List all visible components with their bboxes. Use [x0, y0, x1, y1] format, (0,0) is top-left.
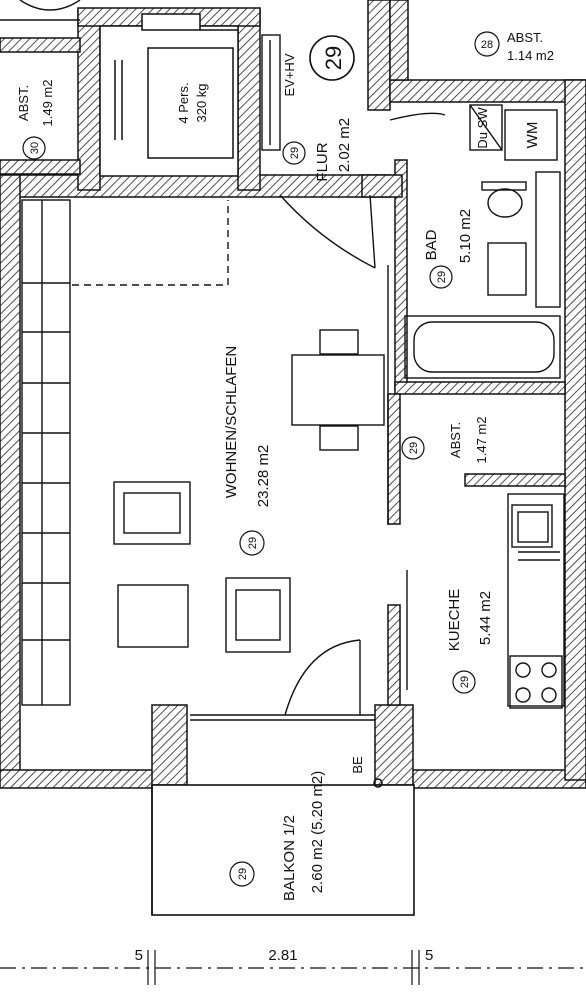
room-number-circle [452, 670, 476, 694]
room-label: ABST. [16, 85, 31, 121]
room-area: 2.02 m2 [336, 118, 353, 172]
room-number: 29 [289, 147, 301, 159]
room-number-circle [22, 136, 46, 160]
room-number-circle [239, 530, 265, 556]
room-number: 29 [408, 442, 420, 454]
room-label: KUECHE [446, 589, 463, 652]
wall-top-main [9, 174, 391, 198]
room-number: 29 [436, 271, 448, 283]
living-furniture [21, 199, 389, 721]
unit-number-circle [309, 35, 355, 81]
room-number-circle [282, 141, 306, 165]
dimension-line [0, 950, 586, 985]
room-number: 29 [237, 868, 249, 880]
dimension-main: 2.81 [268, 947, 297, 964]
wall-kitchen-partition [387, 604, 401, 706]
room-number: 29 [247, 537, 259, 549]
room-area: 1.47 m2 [474, 417, 489, 464]
wall-bottom-left [0, 769, 166, 789]
flur-fixtures [261, 34, 446, 269]
dimension-left: 5 [135, 947, 143, 964]
room-label: WOHNEN/SCHLAFEN [223, 346, 240, 499]
wall-shaft-left [0, 37, 81, 53]
be-label: BE [350, 756, 365, 774]
room-number-circle [474, 31, 500, 57]
wall-abst28-left [389, 0, 409, 81]
wall-flur-right-upper [367, 0, 391, 111]
dimension-right: 5 [425, 947, 433, 964]
balcony [151, 778, 415, 916]
room-label: BAD [423, 229, 440, 260]
room-area: 23.28 m2 [255, 445, 272, 508]
room-label: ABST. [448, 422, 463, 458]
elevator-capacity-persons: 4 Pers. [176, 82, 191, 123]
wall-balcony-left-pier [151, 704, 188, 786]
room-number-circle [229, 861, 255, 887]
room-area: 5.10 m2 [457, 209, 474, 263]
room-number-circle [429, 265, 453, 289]
bathroom-fixtures [404, 104, 561, 379]
shaft-area [0, 0, 81, 21]
room-number: 28 [481, 39, 493, 51]
room-number-circle [401, 436, 425, 460]
unit-number: 29 [321, 46, 346, 70]
ev-hv-label: EV+HV [282, 53, 297, 96]
room-area: 1.49 m2 [40, 80, 55, 127]
wall-balcony-right-pier [374, 704, 414, 786]
wall-bottom-right [384, 769, 586, 789]
wall-bad-bottom [394, 381, 566, 395]
wall-left [0, 174, 21, 786]
elevator-capacity-load: 320 kg [194, 83, 209, 122]
walls [0, 0, 586, 789]
wall-flur-bottom [361, 174, 403, 198]
wm-label: WM [524, 122, 541, 149]
wall-abst30-bottom [0, 159, 81, 175]
room-label: FLUR [314, 142, 331, 181]
room-area: 5.44 m2 [477, 591, 494, 645]
kitchen-fixtures [406, 493, 565, 709]
room-area: 2.60 m2 (5.20 m2) [309, 771, 326, 894]
wall-elevator-left [77, 9, 101, 191]
wall-abst29-left [387, 393, 401, 525]
wall-abst29-bottom [464, 473, 566, 487]
wall-top-right [389, 79, 586, 103]
elevator [99, 13, 239, 177]
wall-right [564, 79, 586, 781]
room-number: 30 [29, 142, 41, 154]
wall-elevator-right [237, 9, 261, 191]
room-number: 29 [459, 676, 471, 688]
room-area: 1.14 m2 [507, 48, 554, 63]
room-label: ABST. [507, 30, 543, 45]
du-sw-label: Du SW [475, 107, 490, 149]
room-label: BALKON 1/2 [281, 815, 298, 901]
